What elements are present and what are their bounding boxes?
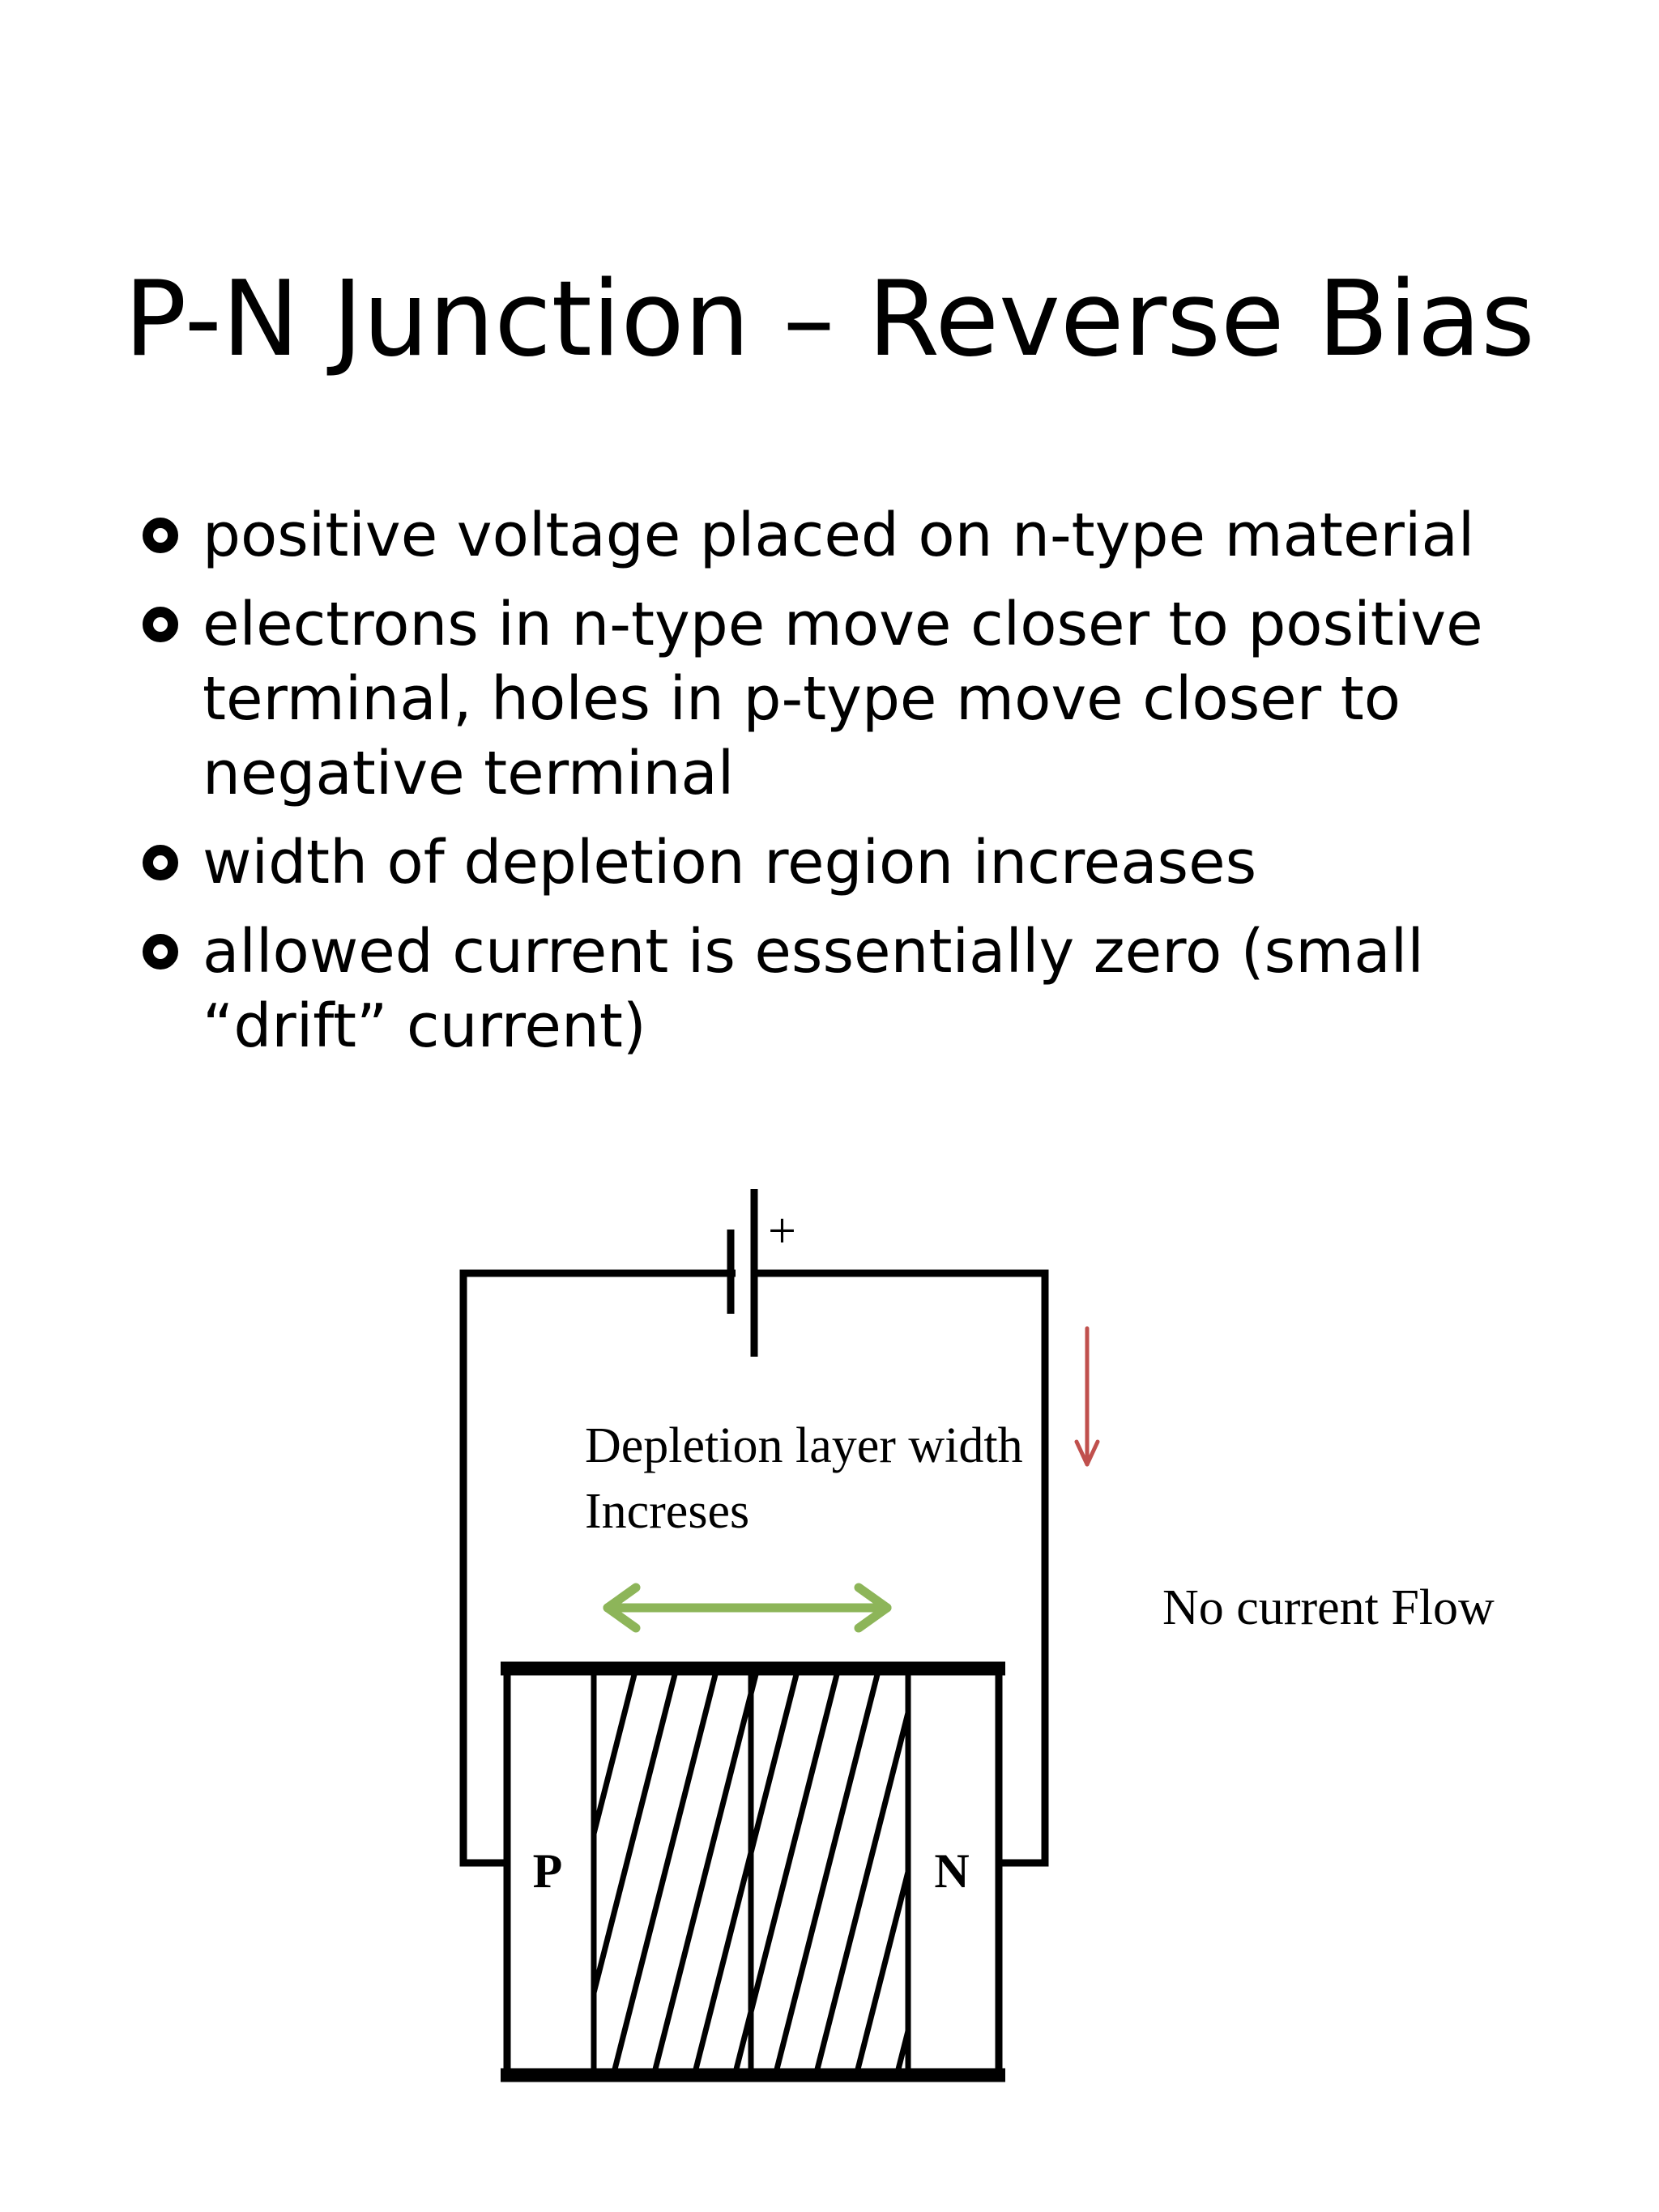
bullet-item: allowed current is essentially zero (sma… bbox=[138, 914, 1563, 1063]
n-region-label: N bbox=[934, 1844, 969, 1898]
ring-bullet-icon bbox=[143, 845, 178, 880]
bullet-item: positive voltage placed on n-type materi… bbox=[138, 498, 1563, 573]
bullet-text: positive voltage placed on n-type materi… bbox=[203, 501, 1475, 570]
bullet-item: width of depletion region increases bbox=[138, 825, 1563, 900]
bullet-item: electrons in n-type move closer to posit… bbox=[138, 587, 1563, 811]
bullet-text: allowed current is essentially zero (sma… bbox=[203, 917, 1424, 1061]
double-headed-arrow-icon bbox=[603, 1583, 892, 1633]
current-flow-label: No current Flow bbox=[1162, 1580, 1495, 1635]
bullet-text: electrons in n-type move closer to posit… bbox=[203, 590, 1483, 808]
down-arrow-icon bbox=[1074, 1326, 1100, 1467]
ring-bullet-icon bbox=[143, 607, 178, 642]
bullet-list: positive voltage placed on n-type materi… bbox=[138, 498, 1563, 1078]
ring-bullet-icon bbox=[143, 518, 178, 553]
depletion-region-hatching bbox=[595, 1673, 907, 2070]
depletion-width-label-continued: Increses bbox=[585, 1484, 749, 1539]
battery-icon bbox=[727, 1189, 758, 1357]
bullet-text: width of depletion region increases bbox=[203, 828, 1257, 897]
ring-bullet-icon bbox=[143, 934, 178, 970]
circuit-wire bbox=[459, 1269, 1049, 1867]
depletion-width-label: Depletion layer width bbox=[585, 1418, 1023, 1473]
slide-title: P-N Junction – Reverse Bias bbox=[124, 259, 1535, 380]
battery-plus-label: + bbox=[768, 1204, 796, 1259]
pn-junction-block bbox=[501, 1661, 1005, 2082]
p-region-label: P bbox=[533, 1844, 563, 1898]
